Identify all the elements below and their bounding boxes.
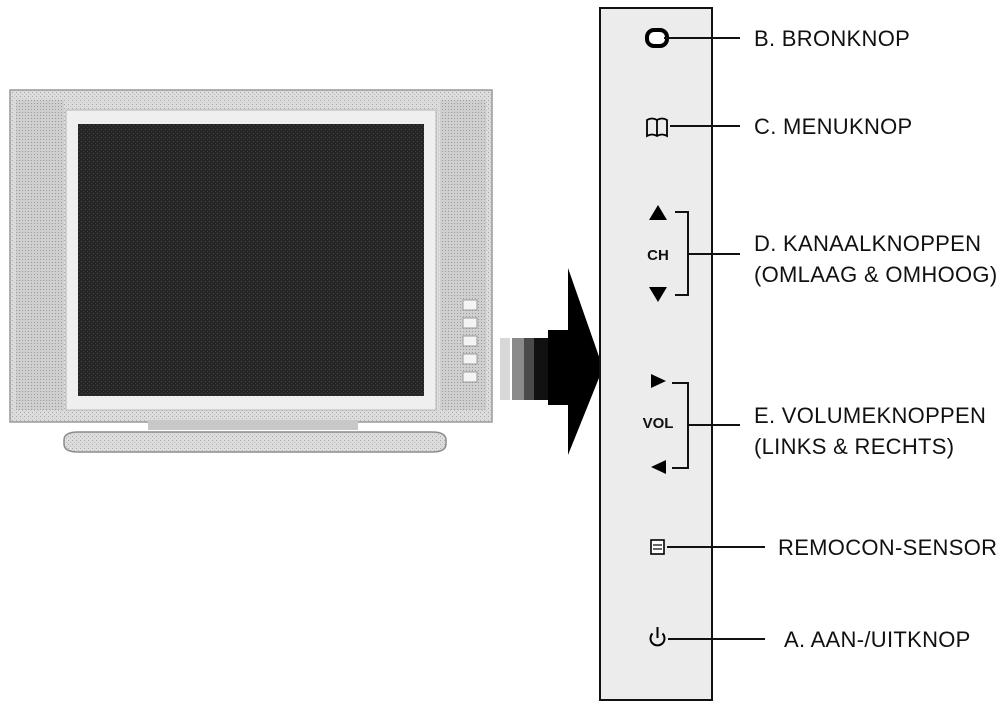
tv-stand-base — [63, 431, 447, 453]
remote-sensor-icon — [650, 539, 665, 555]
channel-down-button[interactable] — [649, 287, 667, 302]
tv-left-speaker — [16, 100, 64, 410]
menu-book-icon — [646, 117, 668, 138]
zoom-arrow — [500, 268, 603, 455]
tv-stand-neck — [148, 420, 358, 430]
source-button-callout: B. BRONKNOP — [754, 26, 910, 51]
channel-down-icon — [649, 287, 667, 302]
tv-screen — [78, 124, 424, 396]
volume-bracket — [672, 382, 740, 469]
volume-up-button[interactable] — [651, 374, 666, 388]
volume-button-label: VOL — [643, 415, 674, 432]
remote-sensor — [650, 539, 665, 555]
control-panel — [599, 7, 713, 701]
remote-sensor-callout: REMOCON-SENSOR — [778, 535, 997, 560]
channel-buttons-callout-line1: D. KANAALKNOPPEN — [754, 231, 981, 256]
volume-left-icon — [651, 460, 666, 474]
tv-side-buttons — [462, 299, 478, 383]
menu-button-callout: C. MENUKNOP — [754, 114, 913, 139]
volume-down-button[interactable] — [651, 460, 666, 474]
volume-buttons-callout-line2: (LINKS & RECHTS) — [754, 434, 954, 459]
channel-button-label: CH — [647, 247, 669, 264]
channel-up-button[interactable] — [649, 205, 667, 220]
tv-illustration — [9, 89, 493, 453]
channel-buttons-callout-line2: (OMLAAG & OMHOOG) — [754, 262, 997, 287]
volume-right-icon — [651, 374, 666, 388]
channel-bracket — [675, 211, 740, 296]
power-button[interactable] — [649, 627, 666, 647]
channel-up-icon — [649, 205, 667, 220]
power-button-callout: A. AAN-/UITKNOP — [784, 627, 971, 652]
menu-button[interactable] — [646, 117, 668, 138]
volume-buttons-callout-line1: E. VOLUMEKNOPPEN — [754, 403, 986, 428]
power-icon — [649, 627, 666, 647]
